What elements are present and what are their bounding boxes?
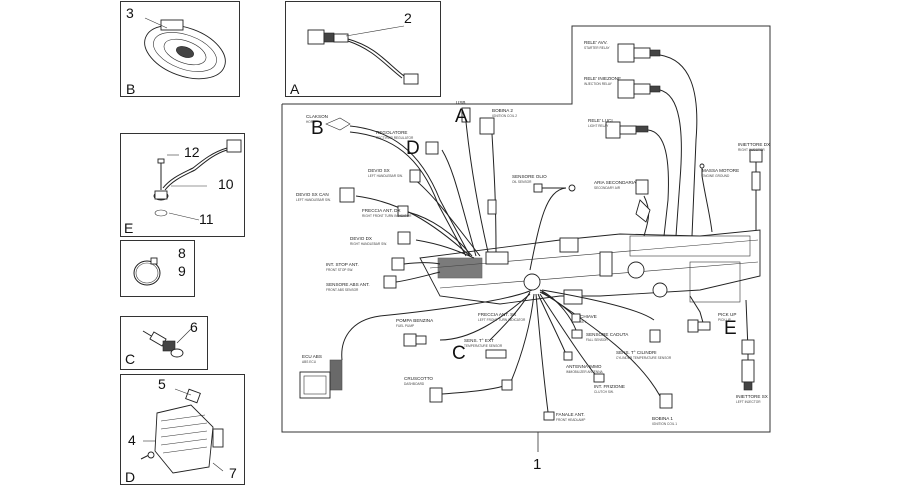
label-fanale-ant-sub: FRONT HEADLAMP bbox=[556, 418, 585, 422]
callout-number-5: 5 bbox=[158, 376, 166, 392]
label-sens-t-cilindri-sub: CYLINDER TEMPERATURE SENSOR bbox=[616, 356, 672, 360]
callout-number-2: 2 bbox=[404, 10, 412, 26]
usb-cable-drawing bbox=[307, 25, 419, 85]
callout-number-11: 11 bbox=[199, 211, 214, 227]
panel-letter-a: A bbox=[290, 81, 300, 97]
label-devio-sx-can: DEVIO SX CAN bbox=[296, 192, 329, 197]
label-aria-secondaria: ARIA SECONDARIA bbox=[594, 180, 637, 185]
panel-sensor-c: 6 C bbox=[120, 316, 208, 370]
panel-letter-b: B bbox=[126, 81, 136, 97]
label-rele-luci: RELE' LUCI bbox=[588, 118, 613, 123]
label-devio-sx: DEVIO SX bbox=[368, 168, 390, 173]
label-iniettore-dx-sub: RIGHT INJECTOR bbox=[738, 148, 765, 152]
callout-letter-d: D bbox=[406, 138, 420, 159]
label-int-frizione-sub: CLUTCH SW. bbox=[594, 390, 614, 394]
label-iniettore-sx-sub: LEFT INJECTOR bbox=[736, 400, 761, 404]
horn-drawing bbox=[144, 17, 226, 80]
panel-letter-d: D bbox=[125, 469, 136, 485]
label-sens-t-ext: SENS. T° EXT bbox=[464, 338, 494, 343]
label-rele-iniezione-sub: INJECTION RELAY bbox=[584, 82, 613, 86]
callout-letter-e: E bbox=[724, 318, 737, 339]
callout-letter-c: C bbox=[452, 343, 466, 364]
label-int-frizione: INT. FRIZIONE bbox=[594, 384, 625, 389]
label-devio-sx-sub: LEFT HANDLEBAR SW. bbox=[368, 174, 403, 178]
label-massa-motore-sub: ENGINE GROUND bbox=[702, 174, 730, 178]
label-bobina-2: BOBINA 2 bbox=[492, 108, 513, 113]
label-rele-luci-sub: LIGHT RELAY bbox=[588, 124, 609, 128]
temp-sensor-drawing bbox=[142, 328, 192, 358]
label-int-stop-ant-sub: FRONT STOP SW. bbox=[326, 268, 353, 272]
label-iniettore-sx: INIETTORE SX bbox=[736, 394, 768, 399]
regulator-drawing bbox=[140, 388, 224, 474]
label-int-stop-ant: INT. STOP ANT. bbox=[326, 262, 359, 267]
label-iniettore-dx: INIETTORE DX bbox=[738, 142, 770, 147]
callout-number-3: 3 bbox=[126, 5, 134, 21]
label-sensore-caduta: SENSORE CADUTA bbox=[586, 332, 629, 337]
pickup-sensor-drawing bbox=[153, 139, 242, 221]
label-pick-up-sub: PICK UP bbox=[718, 318, 731, 322]
label-bobina-1: BOBINA 1 bbox=[652, 416, 673, 421]
panel-clip: 8 9 bbox=[120, 240, 195, 297]
clip-drawing bbox=[133, 257, 161, 286]
label-regolatore: REGOLATORE bbox=[376, 130, 407, 135]
label-pompa-benzina-sub: FUEL PUMP bbox=[396, 324, 414, 328]
panel-regulator-d: 5 4 7 D bbox=[120, 374, 245, 485]
panel-pickup-e: 12 10 11 E bbox=[120, 133, 245, 237]
label-aria-secondaria-sub: SECONDARY AIR bbox=[594, 186, 621, 190]
label-sens-t-ext-sub: TEMPERATURE SENSOR bbox=[464, 344, 503, 348]
callout-number-12: 12 bbox=[184, 144, 200, 160]
label-ecu-abs-sub: ABS ECU bbox=[302, 360, 317, 364]
label-chiave: CHIAVE bbox=[580, 314, 597, 319]
label-rele-avv: RELE' AVV. bbox=[584, 40, 608, 45]
label-devio-dx-sub: RIGHT HANDLEBAR SW. bbox=[350, 242, 387, 246]
label-clakson-sub: HORN bbox=[306, 120, 316, 124]
callout-number-4: 4 bbox=[128, 432, 136, 448]
label-antenna-immo-sub: IMMOBILIZER ANTENNA bbox=[566, 370, 604, 374]
label-cruscotto: CRUSCOTTO bbox=[404, 376, 433, 381]
label-sens-t-cilindri: SENS. T° CILINDRI bbox=[616, 350, 657, 355]
label-sensore-caduta-sub: FALL SENSOR bbox=[586, 338, 608, 342]
callout-number-8: 8 bbox=[178, 245, 186, 261]
label-sensore-abs-ant-sub: FRONT ABS SENSOR bbox=[326, 288, 359, 292]
label-devio-sx-can-sub: LEFT HANDLEBAR SW. bbox=[296, 198, 331, 202]
callout-number-9: 9 bbox=[178, 263, 186, 279]
label-fanale-ant: FANALE ANT. bbox=[556, 412, 585, 417]
label-bobina-1-sub: IGNITION COIL 1 bbox=[652, 422, 677, 426]
label-freccia-ant-dx-sub: RIGHT FRONT TURN INDICATOR bbox=[362, 214, 412, 218]
label-freccia-ant-sx: FRECCIA ANT. SX bbox=[478, 312, 516, 317]
label-rele-iniezione: RELE' INIEZIONE bbox=[584, 76, 621, 81]
label-pick-up: PICK UP bbox=[718, 312, 736, 317]
callout-letter-a: A bbox=[455, 106, 468, 127]
callout-letter-b: B bbox=[311, 118, 324, 139]
label-usb: USB bbox=[456, 100, 465, 105]
callout-number-6: 6 bbox=[190, 319, 198, 335]
panel-usb-a: 2 A bbox=[285, 1, 441, 97]
label-antenna-immo: ANTENNA IMMO bbox=[566, 364, 602, 369]
callout-number-1: 1 bbox=[533, 456, 542, 473]
callout-number-10: 10 bbox=[218, 176, 234, 192]
label-sensore-abs-ant: SENSORE ABS ANT. bbox=[326, 282, 370, 287]
label-chiave-sub: KEY bbox=[580, 320, 587, 324]
label-freccia-ant-dx: FRECCIA ANT. DX bbox=[362, 208, 401, 213]
label-rele-avv-sub: STARTER RELAY bbox=[584, 46, 611, 50]
label-bobina-2-sub: IGNITION COIL 2 bbox=[492, 114, 517, 118]
label-devio-dx: DEVIO DX bbox=[350, 236, 372, 241]
label-ecu-abs: ECU ABS bbox=[302, 354, 322, 359]
label-regolatore-sub: RECTIFIER REGULATOR bbox=[376, 136, 414, 140]
callout-number-7: 7 bbox=[229, 465, 237, 481]
label-massa-motore: MASSA MOTORE bbox=[702, 168, 739, 173]
label-clakson: CLAKSON bbox=[306, 114, 328, 119]
panel-letter-e: E bbox=[124, 220, 134, 236]
label-pompa-benzina: POMPA BENZINA bbox=[396, 318, 434, 323]
label-freccia-ant-sx-sub: LEFT FRONT TURN INDICATOR bbox=[478, 318, 526, 322]
panel-horn-b: 3 B bbox=[120, 1, 240, 97]
label-sensore-olio: SENSORE OLIO bbox=[512, 174, 547, 179]
label-cruscotto-sub: DASHBOARD bbox=[404, 382, 425, 386]
panel-letter-c: C bbox=[125, 351, 136, 367]
label-sensore-olio-sub: OIL SENSOR bbox=[512, 180, 532, 184]
